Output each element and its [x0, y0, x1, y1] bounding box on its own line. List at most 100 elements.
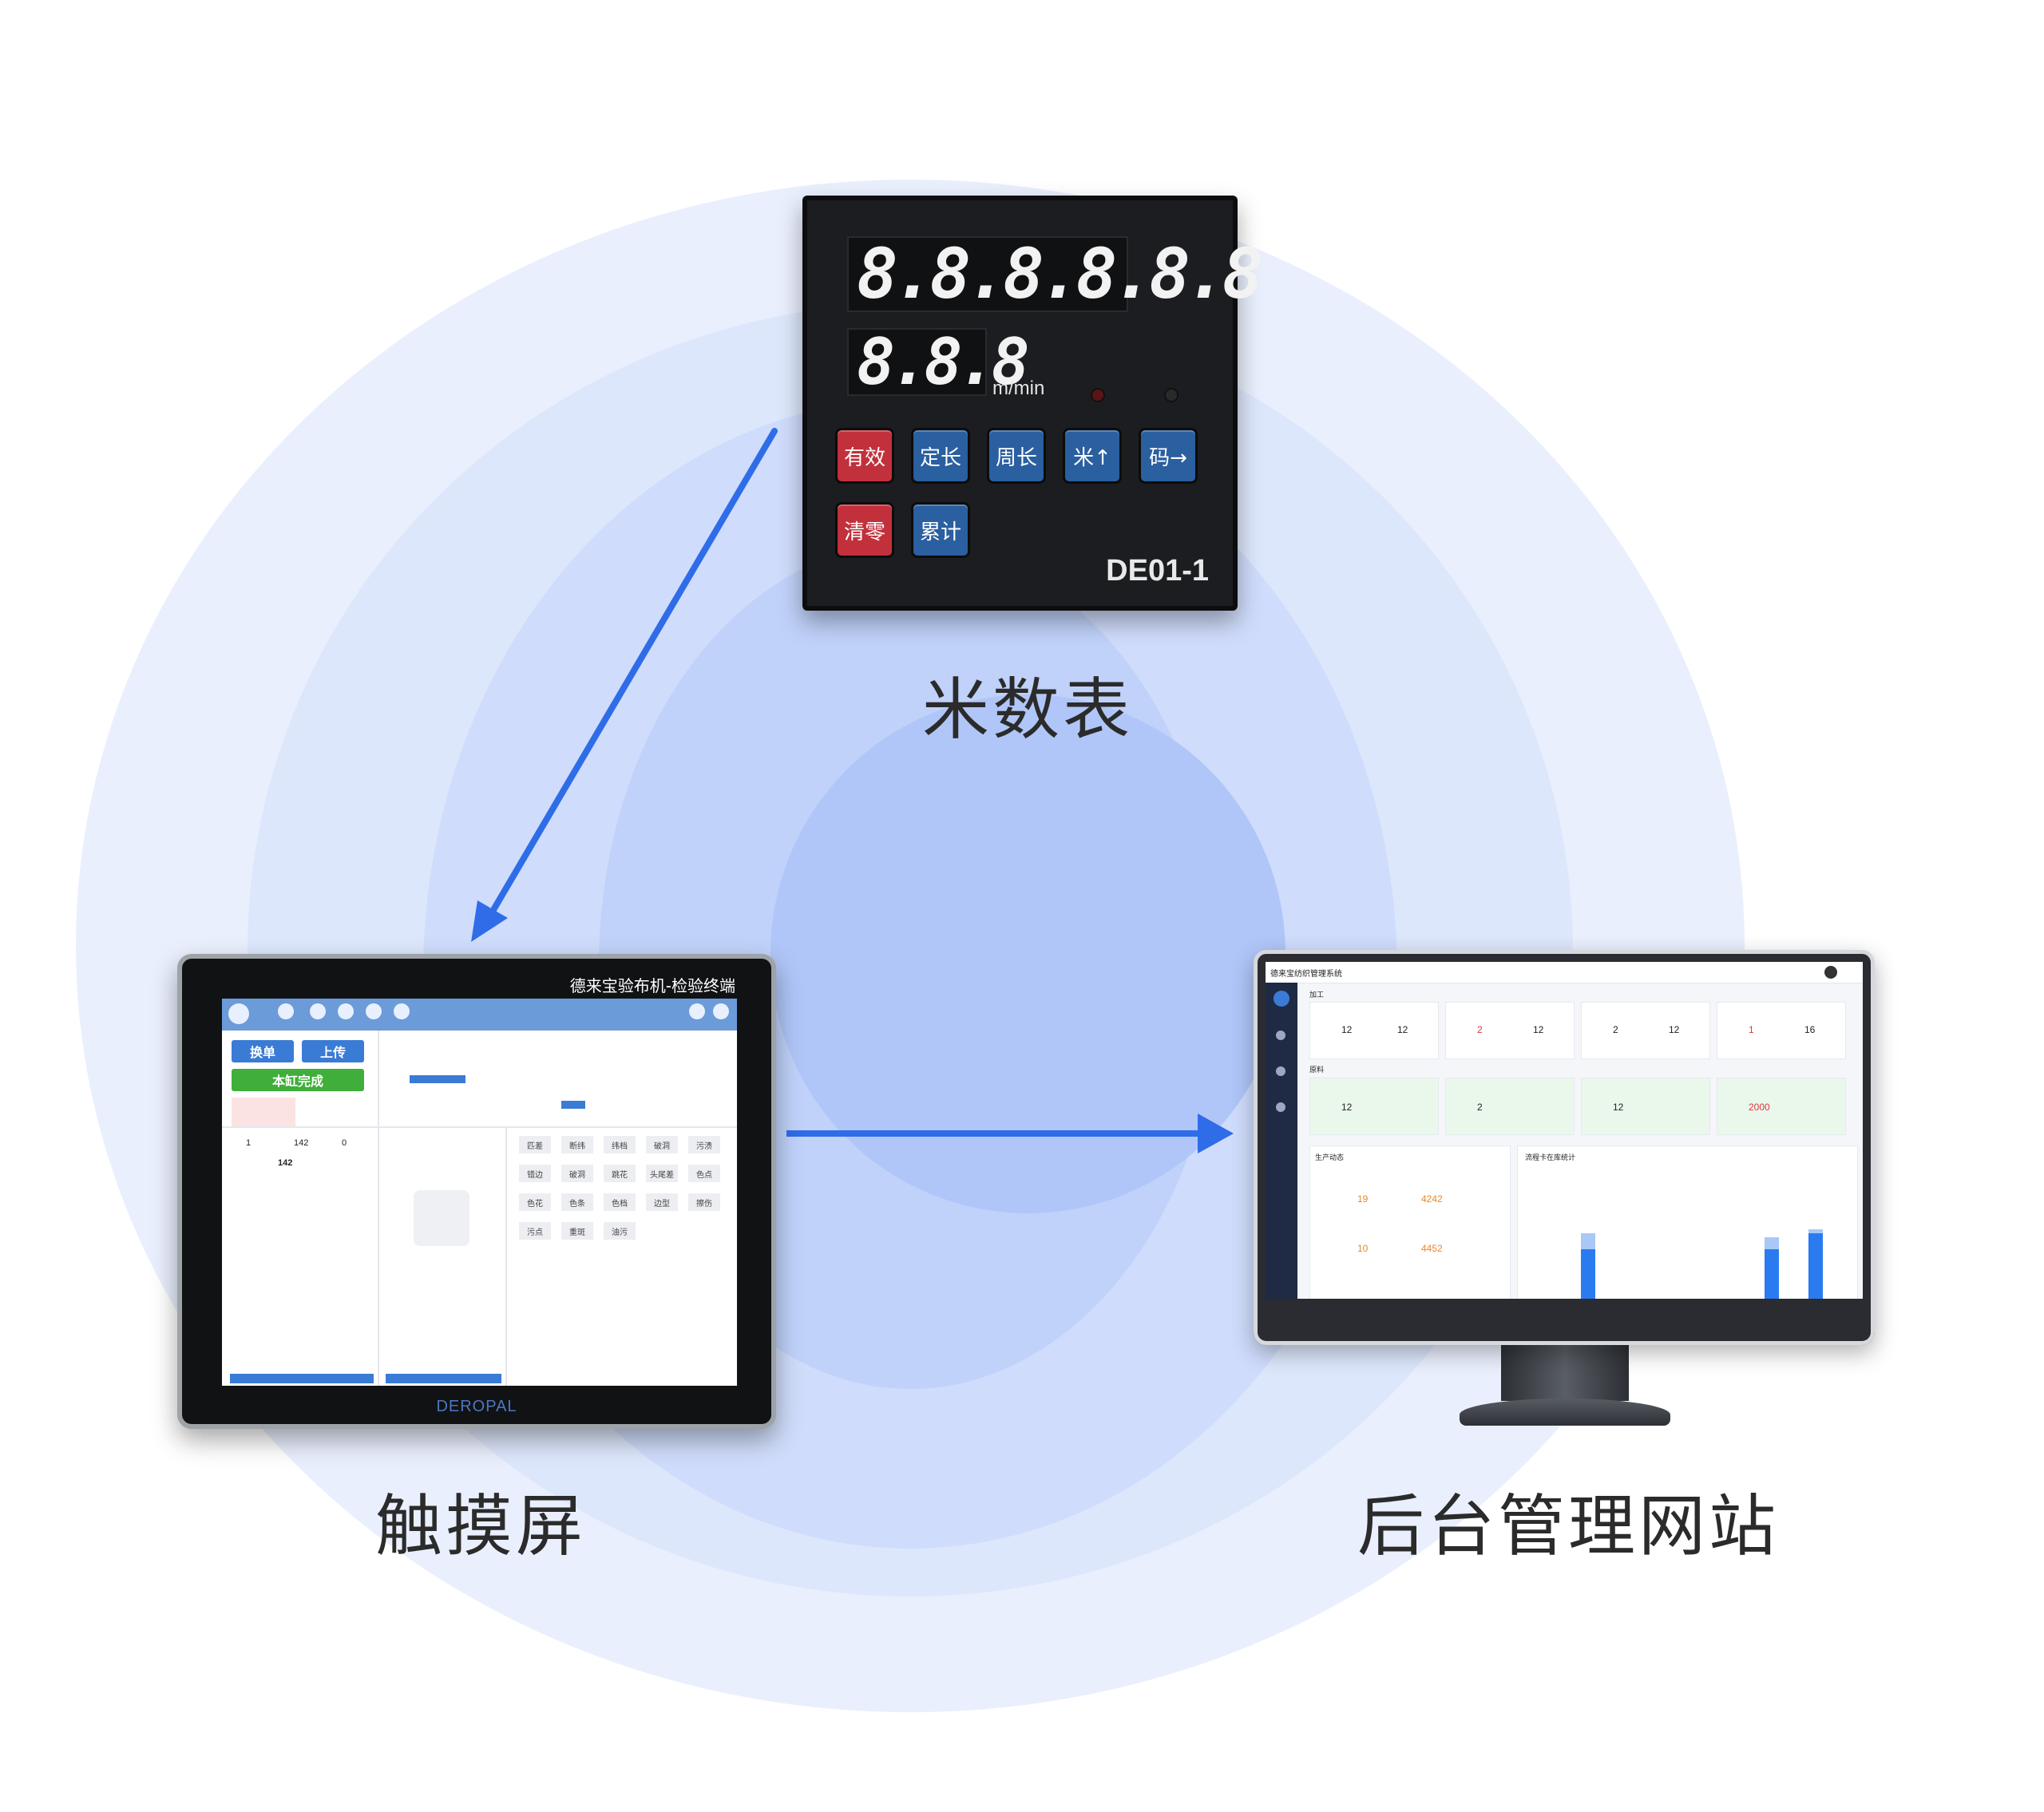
- meter-display-top: 8.8.8.8.8.8: [847, 235, 1264, 315]
- stat-card-value: 12: [1341, 1102, 1353, 1113]
- chart-bar: [1808, 1233, 1823, 1299]
- batch-complete-button[interactable]: 本缸完成: [232, 1069, 364, 1091]
- logo-icon: [228, 1003, 249, 1024]
- stat-card[interactable]: [1445, 1078, 1575, 1135]
- avatar[interactable]: [1824, 966, 1837, 979]
- chart-bar: [1581, 1249, 1595, 1299]
- touchscreen-device: 德来宝验布机-检验终端 换单 上传 本缸完成 1 142: [177, 954, 776, 1429]
- meter-button-valid[interactable]: 有效: [835, 428, 894, 484]
- tablet-screen: 换单 上传 本缸完成 1 142 0 142 匹差 断纬 纬档 破洞 污渍 错边…: [222, 999, 737, 1386]
- tablet-footer-button-left[interactable]: [230, 1374, 374, 1383]
- defect-button[interactable]: 色条: [561, 1193, 593, 1211]
- stat-card-value-b: 16: [1804, 1024, 1816, 1035]
- stat-card-value-b: 12: [1397, 1024, 1408, 1035]
- production-dynamics-title: 生产动态: [1315, 1153, 1345, 1161]
- meter-model-label: DE01-1: [1106, 554, 1209, 588]
- arrowhead-touchscreen: [471, 900, 508, 942]
- tablet-title: 德来宝验布机-检验终端: [569, 976, 735, 995]
- meter-button-reset[interactable]: 清零: [835, 502, 894, 558]
- tablet-divider-h: [222, 1126, 737, 1128]
- meter-button-meter[interactable]: 米↑: [1063, 428, 1122, 484]
- dashboard-header: 德来宝纺织管理系统: [1266, 962, 1863, 983]
- monitor-screen: 德来宝纺织管理系统 加工 12 2 2 1 12 12 12 16 原料: [1266, 962, 1863, 1299]
- meter-button-yard[interactable]: 码→: [1139, 428, 1198, 484]
- home-icon[interactable]: [1276, 1031, 1285, 1040]
- stat-card-value: 2: [1477, 1102, 1483, 1113]
- stat-card-value: 12: [1613, 1102, 1624, 1113]
- monitor-stand-neck: [1501, 1345, 1629, 1401]
- defect-button[interactable]: 污点: [519, 1222, 551, 1240]
- defect-button[interactable]: 破洞: [561, 1165, 593, 1182]
- defect-button[interactable]: 头尾差: [646, 1165, 678, 1182]
- defect-button[interactable]: 色档: [604, 1193, 636, 1211]
- stat-card-value: 1: [1749, 1024, 1754, 1035]
- defect-button[interactable]: 破洞: [646, 1136, 678, 1153]
- meter-button-fixed-length[interactable]: 定长: [911, 428, 970, 484]
- upload-button[interactable]: 上传: [302, 1040, 364, 1062]
- stat-card[interactable]: [1309, 1002, 1439, 1059]
- caption-touchscreen: 触摸屏: [375, 1487, 587, 1565]
- stat-card[interactable]: [1581, 1078, 1710, 1135]
- settings-icon[interactable]: [366, 1003, 382, 1019]
- defect-button[interactable]: 色点: [688, 1165, 720, 1182]
- defect-button[interactable]: 匹差: [519, 1136, 551, 1153]
- refresh-icon[interactable]: [689, 1003, 705, 1019]
- dashboard-sidebar: [1266, 983, 1297, 1299]
- tablet-info-box: [232, 1098, 295, 1126]
- meter-led-right: [1164, 388, 1178, 402]
- meter-unit-label: m/min: [992, 378, 1045, 399]
- section-material-label: 原料: [1309, 1066, 1325, 1074]
- stat-card[interactable]: [1581, 1002, 1710, 1059]
- caption-meter: 米数表: [922, 671, 1134, 749]
- defect-button[interactable]: 断纬: [561, 1136, 593, 1153]
- monitor-stand-foot: [1460, 1399, 1670, 1426]
- defect-button[interactable]: 重斑: [561, 1222, 593, 1240]
- logo-icon: [1274, 991, 1289, 1007]
- defect-button[interactable]: 油污: [604, 1222, 636, 1240]
- stat-card[interactable]: [1445, 1002, 1575, 1059]
- defect-button[interactable]: 跳花: [604, 1165, 636, 1182]
- inventory-chart-title: 流程卡在库统计: [1525, 1153, 1576, 1161]
- stat-card-value: 2: [1613, 1024, 1618, 1035]
- exit-icon[interactable]: [713, 1003, 729, 1019]
- defect-button[interactable]: 纬档: [604, 1136, 636, 1153]
- change-order-button[interactable]: 换单: [232, 1040, 294, 1062]
- dynamics-value: 4452: [1421, 1243, 1443, 1254]
- defect-button[interactable]: 边型: [646, 1193, 678, 1211]
- tablet-divider-v1: [378, 1031, 379, 1386]
- stat-card-value-b: 12: [1669, 1024, 1680, 1035]
- report-icon[interactable]: [338, 1003, 354, 1019]
- defect-button[interactable]: 擦伤: [688, 1193, 720, 1211]
- meter-button-total[interactable]: 累计: [911, 502, 970, 558]
- tablet-stat-c: 0: [342, 1138, 347, 1148]
- arrowhead-backend: [1198, 1114, 1234, 1153]
- defect-button[interactable]: 色花: [519, 1193, 551, 1211]
- meter-button-circumference[interactable]: 周长: [987, 428, 1046, 484]
- stat-card[interactable]: [1717, 1002, 1846, 1059]
- home-icon[interactable]: [278, 1003, 294, 1019]
- box-icon[interactable]: [1276, 1066, 1285, 1076]
- stat-card-value: 2: [1477, 1024, 1483, 1035]
- empty-state-illustration: [414, 1190, 469, 1246]
- menu-icon[interactable]: [310, 1003, 326, 1019]
- defect-button[interactable]: 污渍: [688, 1136, 720, 1153]
- stat-card[interactable]: [1717, 1078, 1846, 1135]
- defect-button[interactable]: 错边: [519, 1165, 551, 1182]
- stat-card[interactable]: [1309, 1078, 1439, 1135]
- dynamics-value: 4242: [1421, 1193, 1443, 1205]
- stat-card-value: 2000: [1749, 1102, 1770, 1113]
- meter-led-left: [1091, 388, 1105, 402]
- tablet-footer-button-right[interactable]: [386, 1374, 501, 1383]
- user-icon[interactable]: [394, 1003, 410, 1019]
- tablet-form-highlight: [410, 1075, 465, 1083]
- tablet-top-bar: [222, 999, 737, 1031]
- meter-device: 8.8.8.8.8.8 8.8.8 m/min 有效 定长 周长 米↑ 码→ 清…: [802, 196, 1264, 611]
- gear-icon[interactable]: [1276, 1102, 1285, 1112]
- section-processing-label: 加工: [1309, 991, 1325, 999]
- stat-card-value: 12: [1341, 1024, 1353, 1035]
- inventory-chart-panel: [1517, 1145, 1858, 1299]
- dynamics-value: 19: [1357, 1193, 1369, 1205]
- meter-display-bottom: 8.8.8: [847, 325, 1030, 399]
